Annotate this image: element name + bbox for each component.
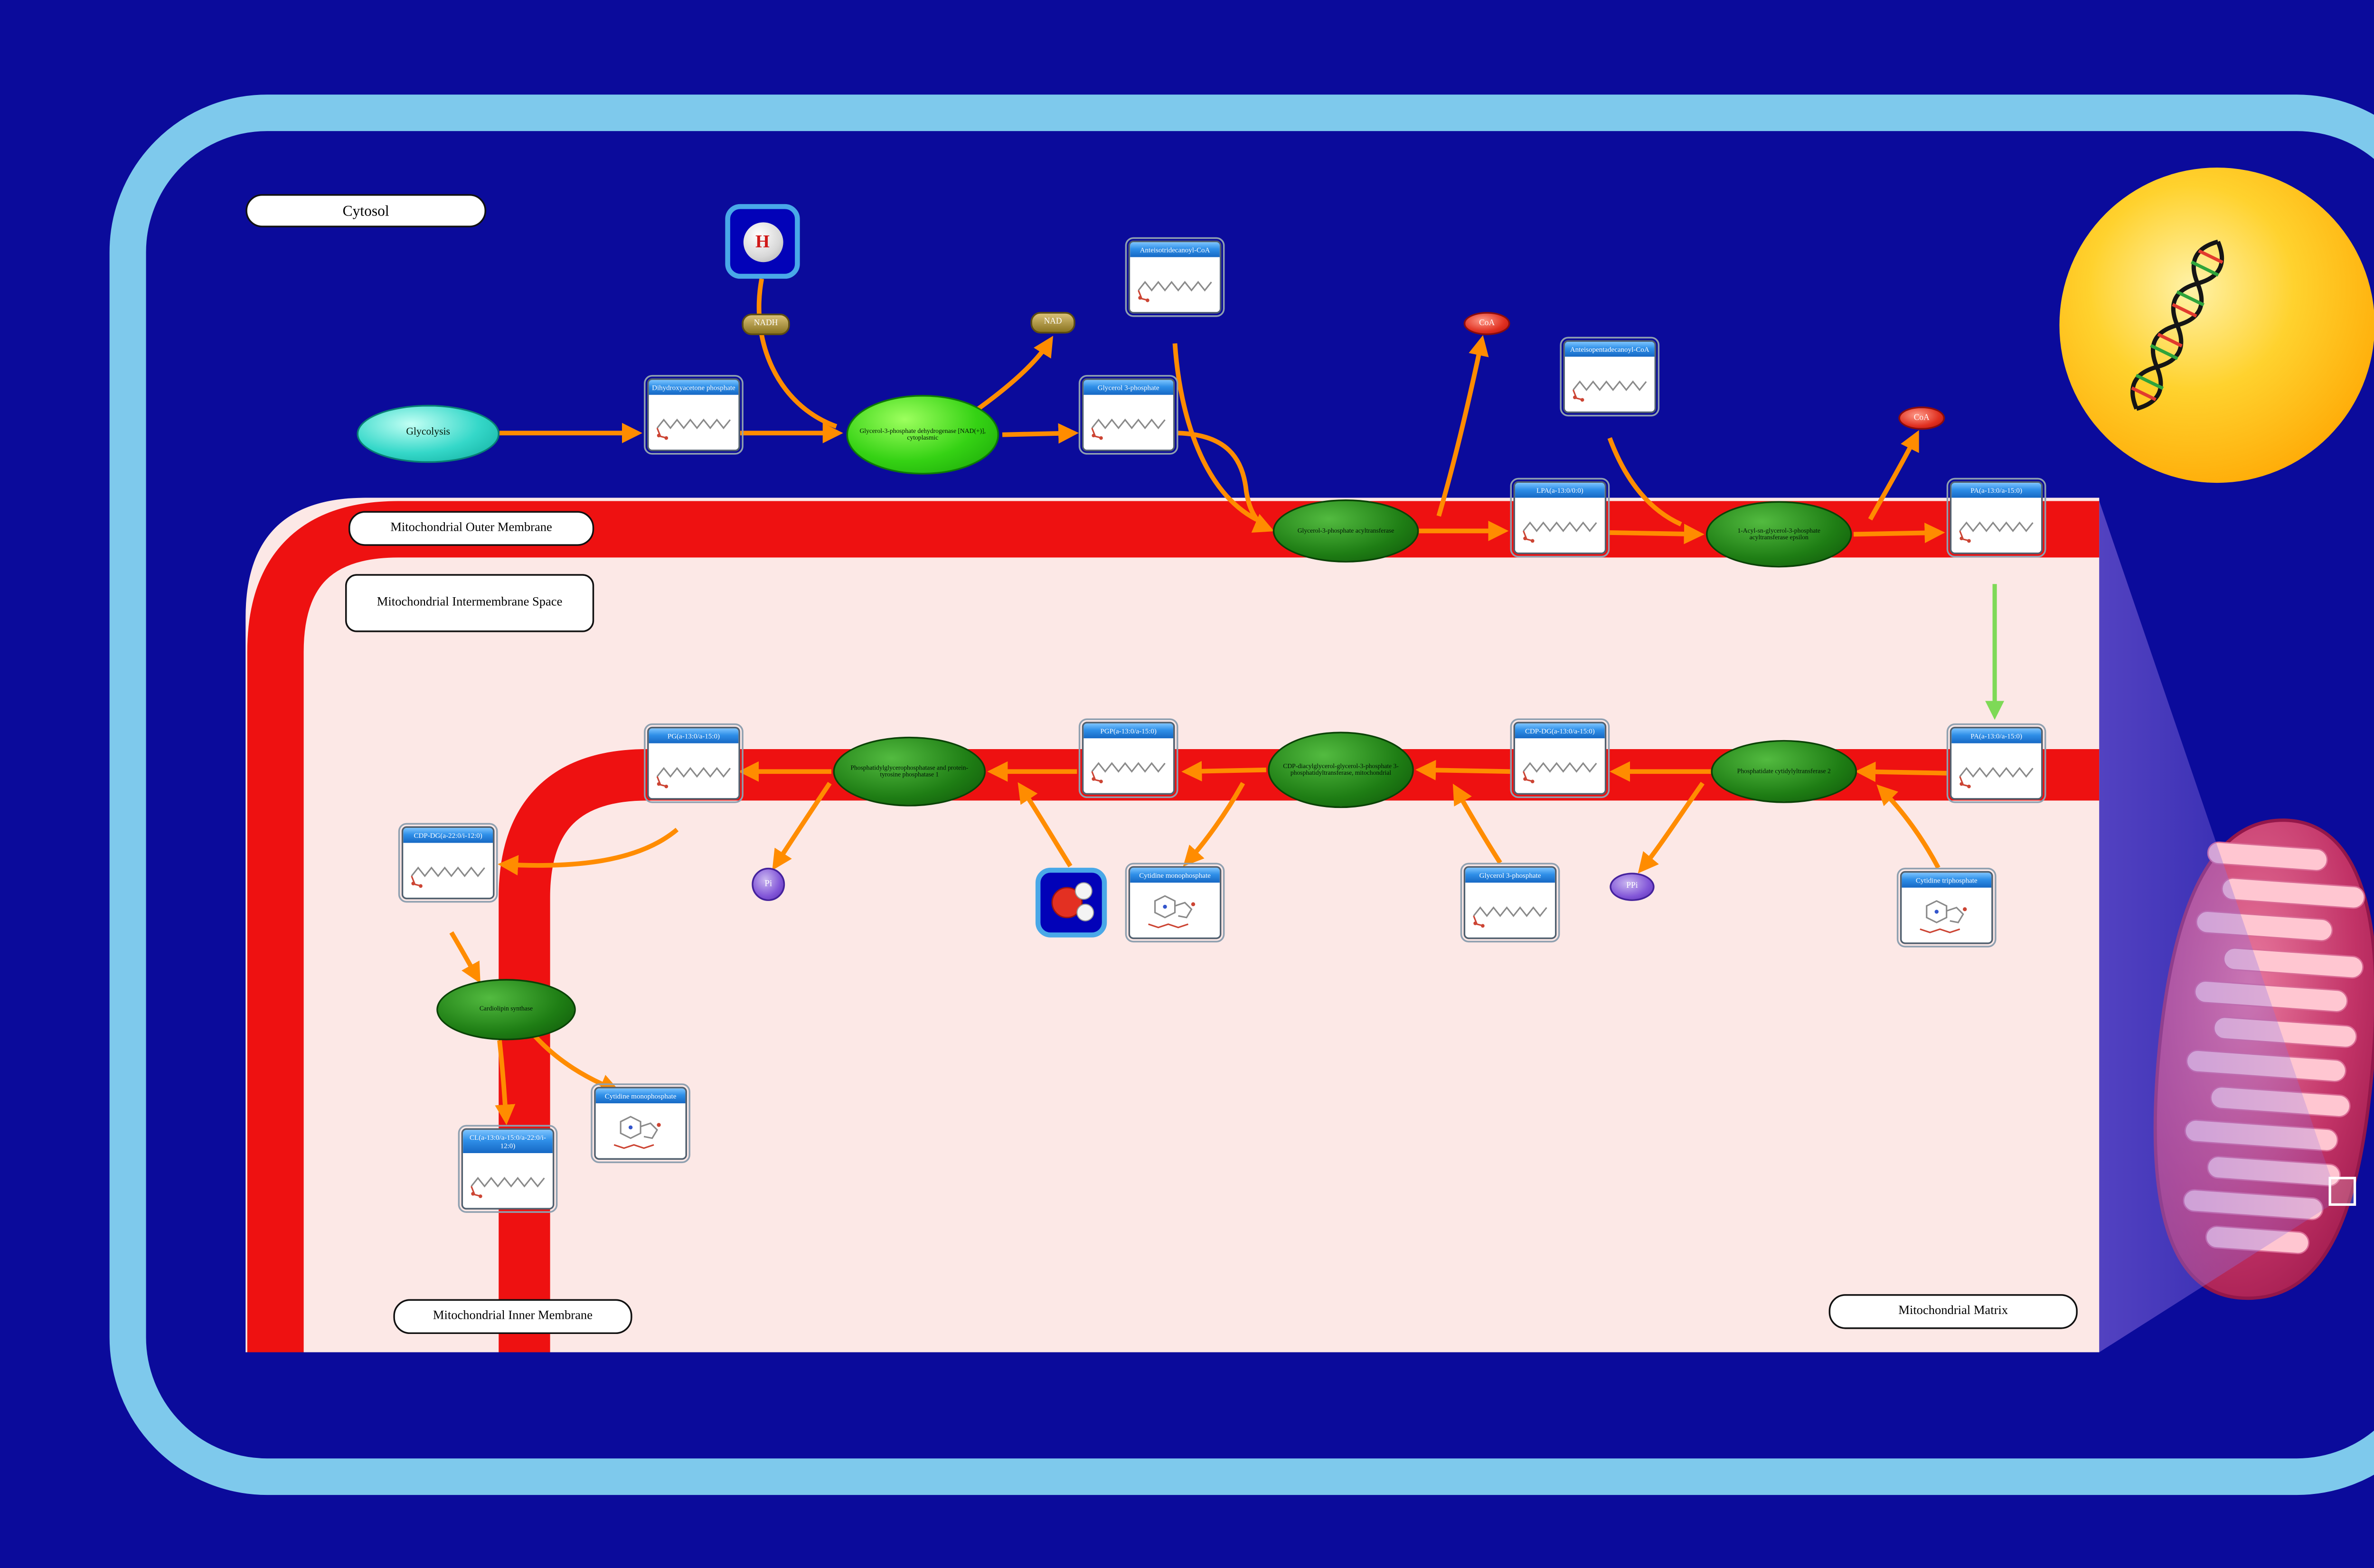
structure-thumbnail — [1958, 749, 2035, 792]
metabolite-label: Cytidine monophosphate — [595, 1088, 686, 1104]
structure-thumbnail — [1522, 744, 1598, 788]
pathway-node-label: Glycolysis — [406, 426, 450, 438]
enzyme-label: Cardiolipin synthase — [479, 1006, 533, 1013]
metabolite-lpa[interactable]: LPA(a-13:0/0:0) — [1509, 477, 1611, 559]
enzyme-gpd1[interactable]: Glycerol-3-phosphate dehydrogenase [NAD(… — [846, 394, 999, 475]
metabolite-label: Dihydroxyacetone phosphate — [649, 380, 739, 395]
enzyme-cds2[interactable]: Phosphatidate cytidylyltransferase 2 — [1711, 740, 1857, 803]
metabolite-pg[interactable]: PG(a-13:0/a-15:0) — [643, 723, 744, 804]
structure-thumbnail — [1522, 504, 1598, 547]
water-molecule-icon — [1050, 882, 1093, 921]
metabolite-anteisopentadecanoyl-coa[interactable]: Anteisopentadecanoyl-CoA — [1559, 336, 1660, 418]
cofactor-coa-2[interactable]: CoA — [1898, 406, 1945, 430]
metabolite-ctp[interactable]: Cytidine triphosphate — [1896, 867, 1997, 948]
cofactor-nadh[interactable]: NADH — [742, 313, 790, 336]
metabolite-g3p-cytosol[interactable]: Glycerol 3-phosphate — [1078, 374, 1179, 456]
enzyme-agpat-epsilon[interactable]: 1-Acyl-sn-glycerol-3-phosphate acyltrans… — [1705, 501, 1852, 568]
water-icon[interactable] — [1035, 867, 1107, 938]
cofactor-label: NADH — [754, 320, 778, 329]
structure-thumbnail — [1472, 889, 1548, 932]
metabolite-label: CL(a-13:0/a-15:0/a-22:0/i-12:0) — [463, 1130, 553, 1154]
hydrogen-ion-icon[interactable]: H — [725, 204, 800, 279]
enzyme-label: CDP-diacylglycerol-glycerol-3-phosphate … — [1283, 762, 1399, 777]
metabolite-label: PA(a-13:0/a-15:0) — [1951, 728, 2041, 744]
matrix-label: Mitochondrial Matrix — [1828, 1294, 2078, 1329]
structure-thumbnail — [656, 749, 732, 792]
enzyme-ptpmt1[interactable]: Phosphatidylglycerophosphatase and prote… — [833, 736, 986, 807]
hydrogen-label: H — [755, 231, 770, 252]
structure-thumbnail — [1142, 887, 1208, 933]
structure-thumbnail — [410, 849, 486, 892]
intermembrane-space-label: Mitochondrial Intermembrane Space — [345, 574, 594, 632]
structure-thumbnail — [1137, 263, 1213, 306]
metabolite-label: CDP-DG(a-22:0/i-12:0) — [403, 828, 493, 843]
metabolite-anteisotridecanoyl-coa[interactable]: Anteisotridecanoyl-CoA — [1124, 236, 1226, 318]
structure-thumbnail — [1913, 892, 1980, 939]
metabolite-label: Glycerol 3-phosphate — [1083, 380, 1174, 395]
metabolite-label: CDP-DG(a-13:0/a-15:0) — [1515, 723, 1605, 739]
cofactor-label: CoA — [1479, 319, 1495, 328]
pathway-node-glycolysis[interactable]: Glycolysis — [357, 404, 500, 463]
metabolite-pa-outer[interactable]: PA(a-13:0/a-15:0) — [1946, 477, 2047, 559]
enzyme-gpat[interactable]: Glycerol-3-phosphate acyltransferase — [1272, 499, 1419, 563]
enzyme-label: Phosphatidate cytidylyltransferase 2 — [1737, 768, 1831, 775]
cofactor-label: PPi — [1626, 883, 1638, 891]
metabolite-label: PGP(a-13:0/a-15:0) — [1083, 723, 1174, 739]
enzyme-pgs1[interactable]: CDP-diacylglycerol-glycerol-3-phosphate … — [1268, 732, 1414, 808]
metabolite-cmp-lower[interactable]: Cytidine monophosphate — [590, 1082, 691, 1164]
hydrogen-sphere: H — [743, 221, 782, 262]
metabolite-label: Anteisopentadecanoyl-CoA — [1564, 341, 1655, 357]
metabolite-label: Cytidine monophosphate — [1130, 867, 1220, 883]
metabolite-dhap[interactable]: Dihydroxyacetone phosphate — [643, 374, 744, 456]
metabolite-cdp-dg-1[interactable]: CDP-DG(a-13:0/a-15:0) — [1509, 717, 1611, 799]
metabolite-pgp[interactable]: PGP(a-13:0/a-15:0) — [1078, 717, 1179, 799]
cofactor-label: CoA — [1913, 414, 1930, 423]
enzyme-label: Glycerol-3-phosphate dehydrogenase [NAD(… — [859, 427, 986, 441]
metabolite-label: Anteisotridecanoyl-CoA — [1130, 242, 1220, 257]
inner-membrane-label: Mitochondrial Inner Membrane — [393, 1299, 632, 1334]
structure-thumbnail — [1090, 744, 1167, 788]
structure-thumbnail — [1958, 504, 2035, 547]
metabolite-label: Glycerol 3-phosphate — [1465, 867, 1555, 883]
enzyme-label: 1-Acyl-sn-glycerol-3-phosphate acyltrans… — [1737, 527, 1820, 541]
metabolite-g3p-matrix[interactable]: Glycerol 3-phosphate — [1459, 862, 1561, 944]
metabolite-label: PA(a-13:0/a-15:0) — [1951, 483, 2041, 498]
enzyme-label: Glycerol-3-phosphate acyltransferase — [1297, 527, 1394, 534]
cofactor-label: Pi — [764, 879, 772, 890]
metabolite-pa-inner[interactable]: PA(a-13:0/a-15:0) — [1946, 723, 2047, 804]
enzyme-cardiolipin-synthase[interactable]: Cardiolipin synthase — [436, 979, 576, 1041]
metabolite-label: PG(a-13:0/a-15:0) — [649, 728, 739, 744]
structure-thumbnail — [1090, 401, 1167, 444]
cofactor-label: NAD — [1044, 319, 1062, 327]
metabolite-cdp-dg-2[interactable]: CDP-DG(a-22:0/i-12:0) — [397, 822, 499, 904]
structure-thumbnail — [1572, 363, 1648, 406]
metabolite-cl[interactable]: CL(a-13:0/a-15:0/a-22:0/i-12:0) — [457, 1124, 559, 1214]
structure-thumbnail — [607, 1108, 674, 1154]
cofactor-ppi[interactable]: PPi — [1610, 873, 1655, 901]
cofactor-coa-1[interactable]: CoA — [1463, 312, 1510, 336]
structure-thumbnail — [656, 401, 732, 444]
structure-thumbnail — [470, 1159, 546, 1202]
outer-membrane-label: Mitochondrial Outer Membrane — [348, 511, 594, 546]
metabolite-label: Cytidine triphosphate — [1902, 873, 1992, 888]
cofactor-pi[interactable]: Pi — [752, 867, 785, 901]
metabolite-cmp-matrix[interactable]: Cytidine monophosphate — [1124, 862, 1226, 944]
cofactor-nad[interactable]: NAD — [1030, 312, 1075, 334]
metabolite-label: LPA(a-13:0/0:0) — [1515, 483, 1605, 498]
cytosol-label: Cytosol — [245, 194, 487, 227]
enzyme-label: Phosphatidylglycerophosphatase and prote… — [850, 764, 969, 779]
